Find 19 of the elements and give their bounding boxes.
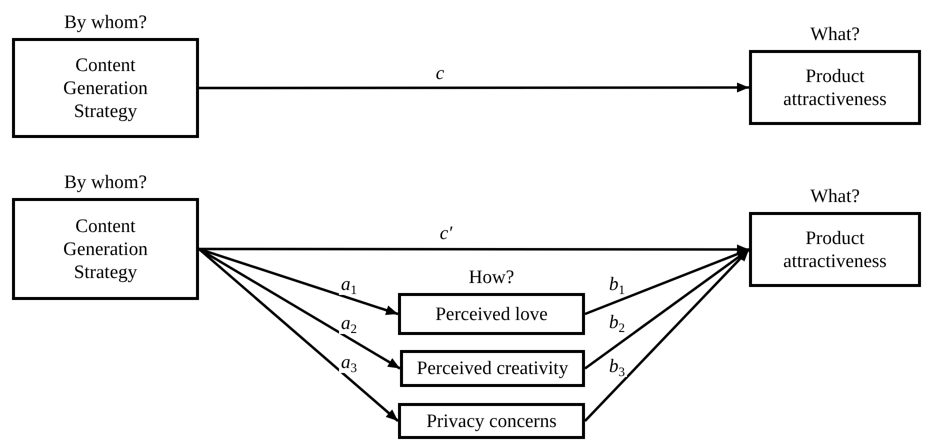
path-coefficient-label: b$_{3}$	[607, 357, 627, 377]
path-arrow	[584, 248, 750, 422]
question-heading: What?	[810, 186, 860, 208]
variable-label: Content Generation Strategy	[62, 54, 149, 122]
path-coefficient-label: b$_{2}$	[607, 313, 627, 333]
path-arrow	[198, 248, 399, 422]
question-heading: How?	[468, 267, 514, 289]
variable-label: Privacy concerns	[426, 410, 557, 432]
question-heading: By whom?	[64, 12, 147, 34]
question-heading: By whom?	[64, 172, 147, 194]
variable-label: Content Generation Strategy	[62, 214, 149, 284]
variable-label: Perceived love	[435, 302, 548, 326]
variable-label: Product attractiveness	[782, 226, 888, 272]
path-arrow	[584, 248, 750, 316]
question-heading: What?	[810, 24, 860, 46]
path-arrow	[199, 82, 749, 92]
variable-label: Perceived creativity	[416, 357, 568, 380]
path-coefficient-label: b$_{1}$	[607, 275, 627, 295]
variable-label: Product attractiveness	[782, 64, 888, 110]
